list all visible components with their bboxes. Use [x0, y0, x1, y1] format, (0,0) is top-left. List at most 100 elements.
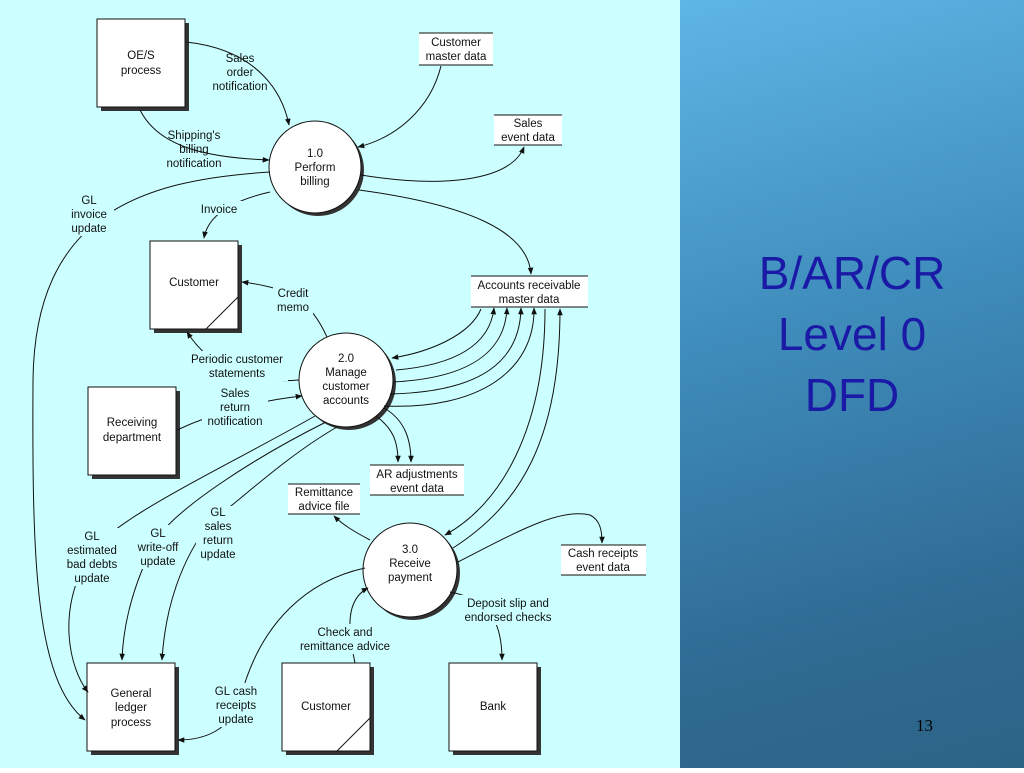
store-ar-master-line1: Accounts receivable	[478, 280, 581, 292]
store-ar-master-data: Accounts receivable master data	[471, 275, 588, 308]
process-2-line3: accounts	[323, 395, 369, 407]
flow-gl-cash-l1: GL cash	[215, 686, 257, 698]
entity-gl-line1: General	[111, 688, 152, 700]
flow-sales-order-l1: Sales	[226, 53, 255, 65]
flow-sales-order-l3: notification	[213, 81, 268, 93]
store-sales-event-data: Sales event data	[494, 114, 562, 146]
flow-sales-event-arrow	[360, 146, 525, 182]
entity-customer-top-label: Customer	[169, 277, 219, 289]
flow-deposit-l2: endorsed checks	[465, 612, 552, 624]
flow-gl-sales-return-l2: sales	[205, 521, 232, 533]
dfd-diagram: OE/S process Customer Receiving departme…	[32, 18, 646, 755]
flow-sales-order-arrow	[185, 41, 291, 126]
flow-gl-sales-return-l4: update	[200, 549, 235, 561]
store-cash-receipts-event-data: Cash receipts event data	[561, 544, 646, 576]
flow-gl-cash-l2: receipts	[216, 700, 257, 712]
entity-bank-label: Bank	[480, 701, 506, 713]
flow-p3-to-remittance-arrow	[333, 515, 371, 541]
flow-gl-invoice-l3: update	[71, 223, 106, 235]
store-remittance-line2: advice file	[298, 501, 349, 513]
process-1-line1: Perform	[295, 162, 336, 174]
process-3-line2: payment	[388, 572, 433, 584]
process-1-number: 1.0	[307, 148, 323, 160]
flow-gl-sales-return-l3: return	[203, 535, 233, 547]
flow-sales-return-l2: return	[220, 402, 250, 414]
process-receive-payment: 3.0 Receive payment	[362, 522, 460, 620]
flow-writeoff-l1: GL	[150, 528, 166, 540]
flow-sales-return-l1: Sales	[221, 388, 250, 400]
flow-writeoff-l3: update	[140, 556, 175, 568]
flow-gl-invoice-arrow	[32, 171, 271, 721]
store-sales-event-line1: Sales	[514, 118, 543, 130]
flow-shipping-l1: Shipping's	[168, 130, 221, 142]
flow-ar-master-arrow	[358, 189, 534, 275]
flow-credit-memo-l1: Credit	[278, 288, 309, 300]
flow-periodic-l2: statements	[209, 368, 265, 380]
slide-title: B/AR/CR Level 0 DFD	[680, 243, 1024, 426]
flow-p2-to-ar-b	[395, 307, 497, 371]
store-ar-adjustments-event-data: AR adjustments event data	[370, 464, 464, 496]
flow-check-l2: remittance advice	[300, 641, 390, 653]
entity-gl-line3: process	[111, 717, 152, 729]
entity-oes-line2: process	[121, 65, 162, 77]
flow-p2-to-adjustments-a	[375, 415, 401, 463]
flow-shipping-billing-arrow	[139, 109, 270, 163]
flow-ar-to-p3-arrow	[444, 308, 546, 536]
store-cash-receipts-line2: event data	[576, 562, 630, 574]
flow-shipping-l3: notification	[167, 158, 222, 170]
entity-bank: Bank	[448, 662, 541, 755]
flow-invoice-l1: Invoice	[201, 204, 237, 216]
entity-oes-line1: OE/S	[127, 50, 155, 62]
flow-p3-to-cash-receipts-arrow	[457, 513, 605, 563]
flow-bad-debts-l2: estimated	[67, 545, 117, 557]
flow-p2-to-ar-d	[389, 307, 524, 395]
dfd-diagram-panel: OE/S process Customer Receiving departme…	[0, 0, 680, 768]
flow-bad-debts-l4: update	[74, 573, 109, 585]
flow-p2-to-adjustments-b	[383, 407, 414, 463]
flow-credit-memo-l2: memo	[277, 302, 309, 314]
entity-receiving-line2: department	[103, 432, 162, 444]
page-number: 13	[916, 716, 933, 735]
entity-customer-bottom-label: Customer	[301, 701, 351, 713]
flow-bad-debts-l3: bad debts	[67, 559, 118, 571]
flow-ar-to-p2-a	[391, 308, 482, 360]
store-ar-master-line2: master data	[499, 294, 560, 306]
process-2-line2: customer	[322, 381, 369, 393]
store-customer-master-line2: master data	[426, 51, 487, 63]
flow-writeoff-l2: write-off	[137, 542, 179, 554]
process-2-line1: Manage	[325, 367, 367, 379]
process-manage-customer-accounts: 2.0 Manage customer accounts	[298, 332, 396, 430]
store-ar-adjustments-line1: AR adjustments	[376, 469, 457, 481]
slide-title-line3: DFD	[804, 369, 900, 421]
process-3-number: 3.0	[402, 544, 418, 556]
flow-p3-to-ar-arrow	[452, 308, 563, 549]
flow-gl-cash-l3: update	[218, 714, 253, 726]
store-customer-master-line1: Customer	[431, 37, 481, 49]
slide-title-line2: Level 0	[777, 308, 927, 360]
store-customer-master-data: Customer master data	[419, 32, 493, 66]
flow-shipping-l2: billing	[179, 144, 208, 156]
flow-sales-return-l3: notification	[208, 416, 263, 428]
slide-title-line1: B/AR/CR	[758, 247, 946, 299]
process-1-line2: billing	[300, 176, 329, 188]
flow-periodic-l1: Periodic customer	[191, 354, 283, 366]
process-2-number: 2.0	[338, 353, 354, 365]
flow-gl-invoice-l1: GL	[81, 195, 97, 207]
flow-sales-order-l2: order	[227, 67, 254, 79]
entity-customer-bottom: Customer	[281, 662, 374, 755]
store-remittance-advice-file: Remittance advice file	[288, 483, 360, 515]
title-panel: B/AR/CR Level 0 DFD 13	[680, 0, 1024, 768]
entity-general-ledger: General ledger process	[86, 662, 179, 755]
entity-gl-line2: ledger	[115, 702, 147, 714]
flow-gl-cash-arrow	[177, 567, 366, 743]
flow-p2-to-ar-e	[383, 307, 537, 407]
process-3-line1: Receive	[389, 558, 431, 570]
flow-check-l1: Check and	[318, 627, 373, 639]
flow-p2-to-ar-c	[392, 307, 510, 383]
entity-oes-process: OE/S process	[96, 18, 189, 111]
store-sales-event-line2: event data	[501, 132, 555, 144]
flow-gl-invoice-l2: invoice	[71, 209, 107, 221]
process-perform-billing: 1.0 Perform billing	[268, 120, 364, 216]
entity-customer-top: Customer	[149, 240, 242, 333]
entity-receiving-line1: Receiving	[107, 417, 158, 429]
